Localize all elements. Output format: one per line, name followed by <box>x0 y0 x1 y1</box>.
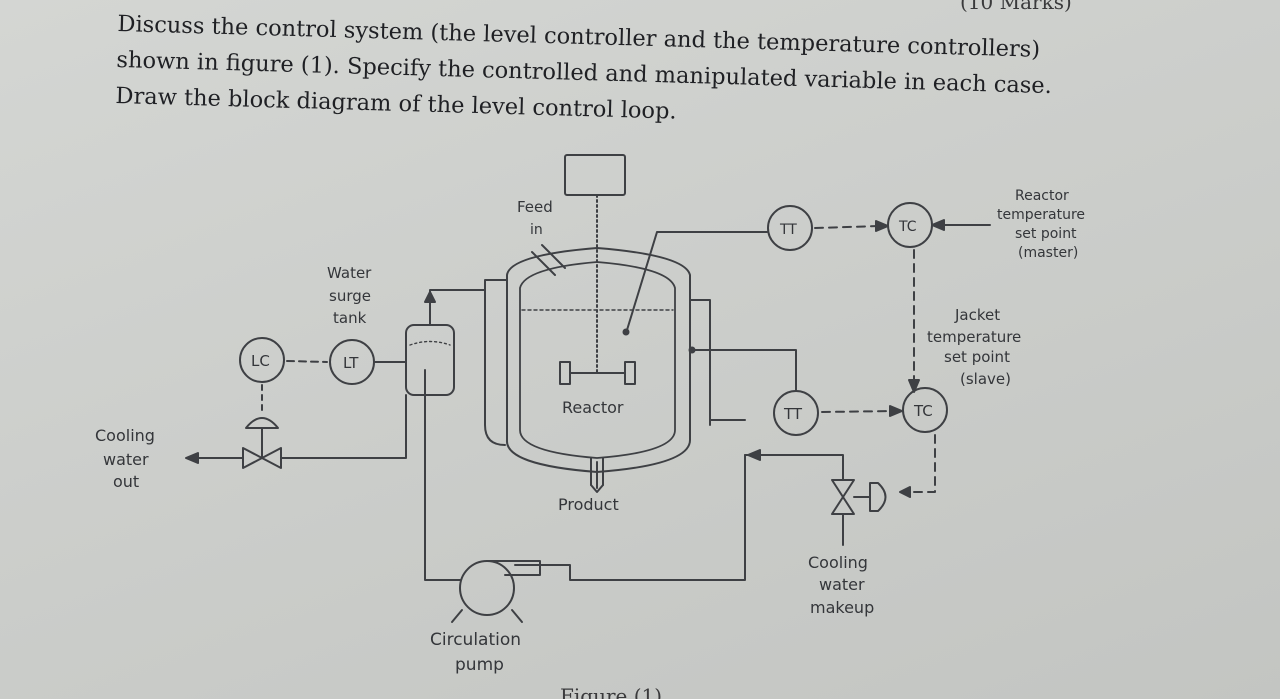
makeup-control-valve <box>831 479 887 515</box>
surge-tank-label-2: surge <box>329 287 371 305</box>
makeup-line <box>744 454 844 546</box>
lc-bubble <box>239 337 285 383</box>
marks-label: (10 Marks) <box>960 0 1072 14</box>
reactor-sp-label-1: Reactor <box>1015 188 1069 204</box>
lc-tag: LC <box>251 352 270 370</box>
reactor-label: Reactor <box>562 398 624 417</box>
reactor-sp-label-3: set point <box>1015 226 1077 242</box>
reactor-temp-probe <box>626 231 768 331</box>
feed-nozzle <box>531 244 566 276</box>
cooling-out-label-2: water <box>103 450 149 469</box>
lt-tag: LT <box>343 354 359 372</box>
jacket-sp-label-3: set point <box>944 348 1010 366</box>
tt-bottom-tag: TT <box>783 405 803 423</box>
water-surge-tank <box>405 324 455 396</box>
reactor-jacket <box>484 279 711 446</box>
pump-label-1: Circulation <box>430 630 521 650</box>
tt-top-bubble <box>767 205 813 251</box>
tc-bottom-bubble <box>902 387 948 433</box>
tt-top-tag: TT <box>779 222 797 238</box>
tc-bottom-tag: TC <box>913 402 933 420</box>
jacket-sp-label-2: temperature <box>927 328 1021 346</box>
product-label: Product <box>558 495 619 514</box>
figure-caption: Figure (1) <box>560 684 663 699</box>
level-control-valve <box>242 417 282 469</box>
jacket-temp-probe <box>690 349 797 391</box>
makeup-label-3: makeup <box>810 598 874 617</box>
jacket-shell <box>505 247 691 473</box>
surge-tank-label-3: tank <box>333 309 367 327</box>
reactor-sp-label-2: temperature <box>997 207 1085 223</box>
feed-label-2: in <box>530 222 543 238</box>
feed-label-1: Feed <box>517 198 553 216</box>
product-outlet <box>590 457 604 493</box>
tc-top-tag: TC <box>898 219 917 235</box>
cooling-out-label-1: Cooling <box>95 426 155 445</box>
circulation-loop <box>514 454 746 581</box>
pump-label-2: pump <box>455 655 504 675</box>
agitator-motor <box>564 154 626 196</box>
surge-tank-label-1: Water <box>327 264 372 282</box>
agitator-impeller <box>559 361 636 385</box>
jacket-sp-label-4: (slave) <box>960 370 1011 388</box>
jacket-sp-label-1: Jacket <box>954 306 1000 324</box>
makeup-label-2: water <box>819 575 865 594</box>
makeup-label-1: Cooling <box>808 553 868 572</box>
reactor-sp-label-4: (master) <box>1018 245 1078 261</box>
cooling-out-label-3: out <box>113 472 139 491</box>
circulation-pump <box>451 560 541 623</box>
cooling-water-out-line <box>189 394 407 459</box>
